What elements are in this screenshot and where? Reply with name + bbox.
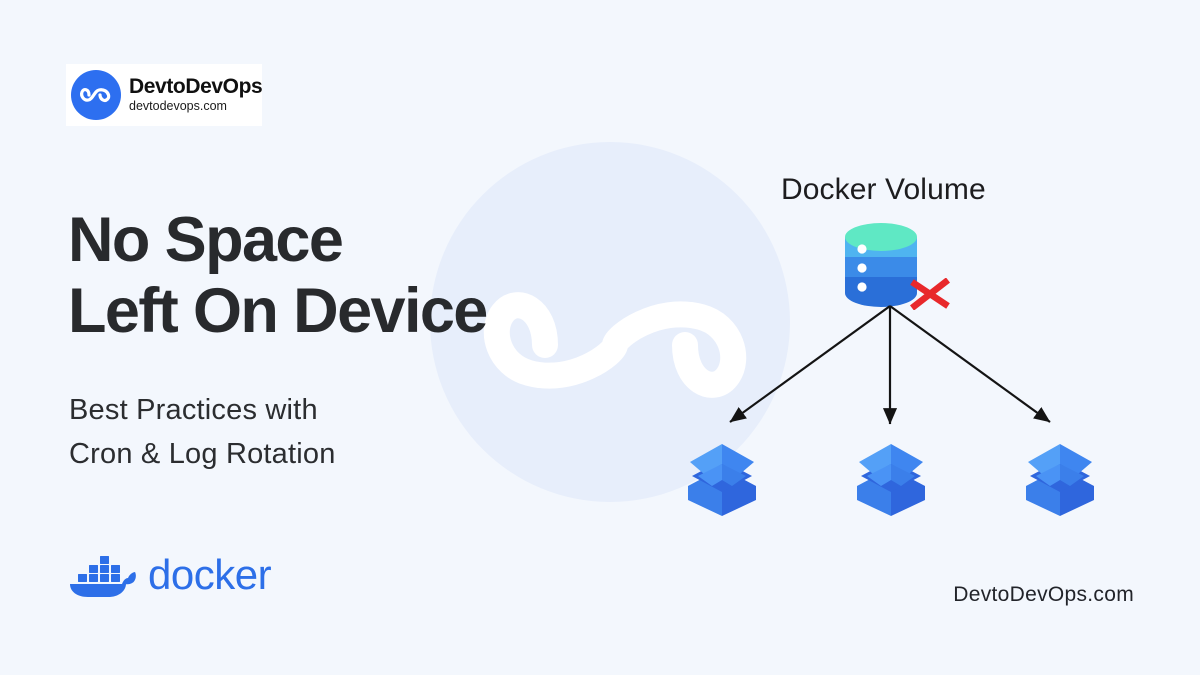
arrow-right [889, 305, 1051, 423]
footer-website: DevtoDevOps.com [953, 583, 1134, 606]
docker-brand: docker [66, 548, 272, 602]
arrow-left [729, 305, 891, 423]
page-title-line-1: No Space [68, 205, 344, 275]
volume-to-container-arrows [729, 305, 1051, 425]
brand-logo-text: DevtoDevOps devtodevops.com [129, 75, 263, 114]
page-subtitle: Best Practices with Cron & Log Rotation [69, 388, 336, 476]
watermark-infinity-icon [483, 292, 747, 398]
page-title-line-2: Left On Device [68, 276, 488, 347]
open-box-icon [688, 444, 756, 516]
infinity-icon [71, 70, 121, 120]
red-x-icon [910, 278, 950, 310]
open-box-icon [1026, 444, 1094, 516]
page-subtitle-line-2: Cron & Log Rotation [69, 438, 336, 471]
open-box-icon [857, 444, 925, 516]
page-title: No Space Left On Device [68, 205, 488, 347]
page-subtitle-line-1: Best Practices with [69, 394, 318, 426]
docker-whale-icon [70, 556, 136, 597]
brand-website: devtodevops.com [129, 99, 227, 114]
docker-wordmark: docker [148, 551, 272, 598]
docker-volume-label: Docker Volume [781, 173, 986, 206]
database-cylinder-icon [845, 223, 917, 307]
brand-name: DevtoDevOps [129, 75, 263, 99]
brand-logo-badge[interactable]: DevtoDevOps devtodevops.com [66, 64, 263, 126]
